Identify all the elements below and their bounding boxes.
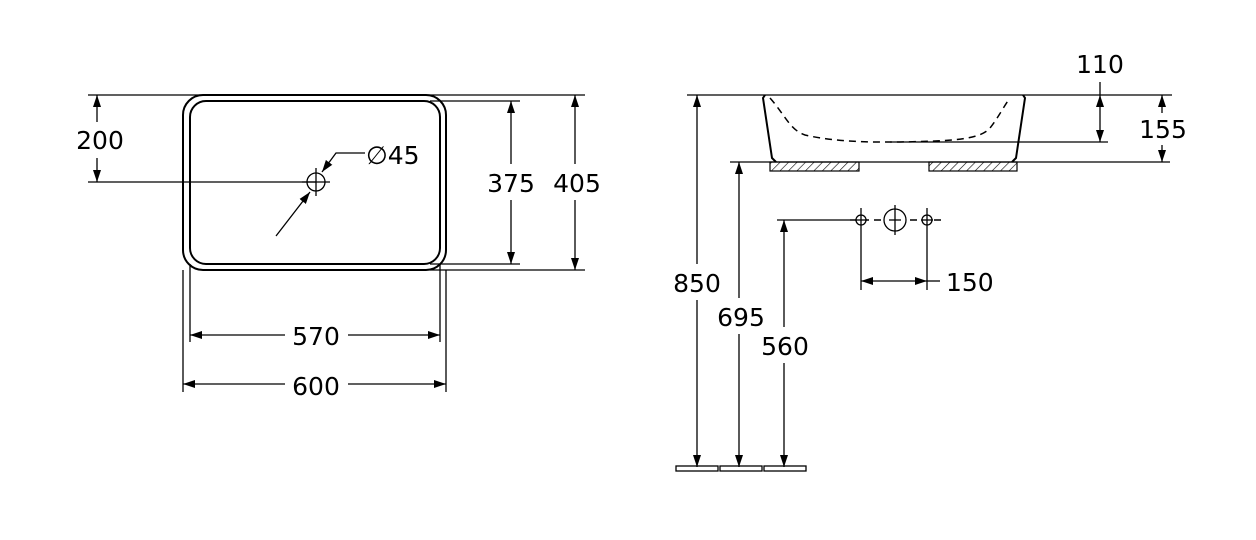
dim-outer-depth: 405 (553, 169, 601, 198)
tap-holes (855, 205, 933, 235)
floor (675, 465, 807, 472)
dim-bowl-depth: 110 (1076, 50, 1124, 79)
dim-hole-diameter: ∅45 (366, 141, 420, 170)
dim-counter-height: 695 (717, 303, 765, 332)
dim-inner-depth: 375 (487, 169, 535, 198)
dim-tap-height: 560 (761, 332, 809, 361)
side-view: 110 155 850 695 560 150 (673, 50, 1187, 472)
dim-total-height: 155 (1139, 115, 1187, 144)
drain-hole (302, 168, 330, 196)
countertop-left (769, 161, 860, 172)
top-view: 200 ∅45 375 405 570 600 (76, 94, 601, 401)
dim-inner-width: 570 (292, 322, 340, 351)
basin-profile (761, 94, 1027, 163)
dim-outer-width: 600 (292, 372, 340, 401)
countertop-right (928, 161, 1018, 172)
basin-inner-dashed (769, 97, 1011, 143)
dim-rim-height: 850 (673, 269, 721, 298)
dim-hole-offset: 200 (76, 126, 124, 155)
dim-tap-spacing: 150 (946, 268, 994, 297)
